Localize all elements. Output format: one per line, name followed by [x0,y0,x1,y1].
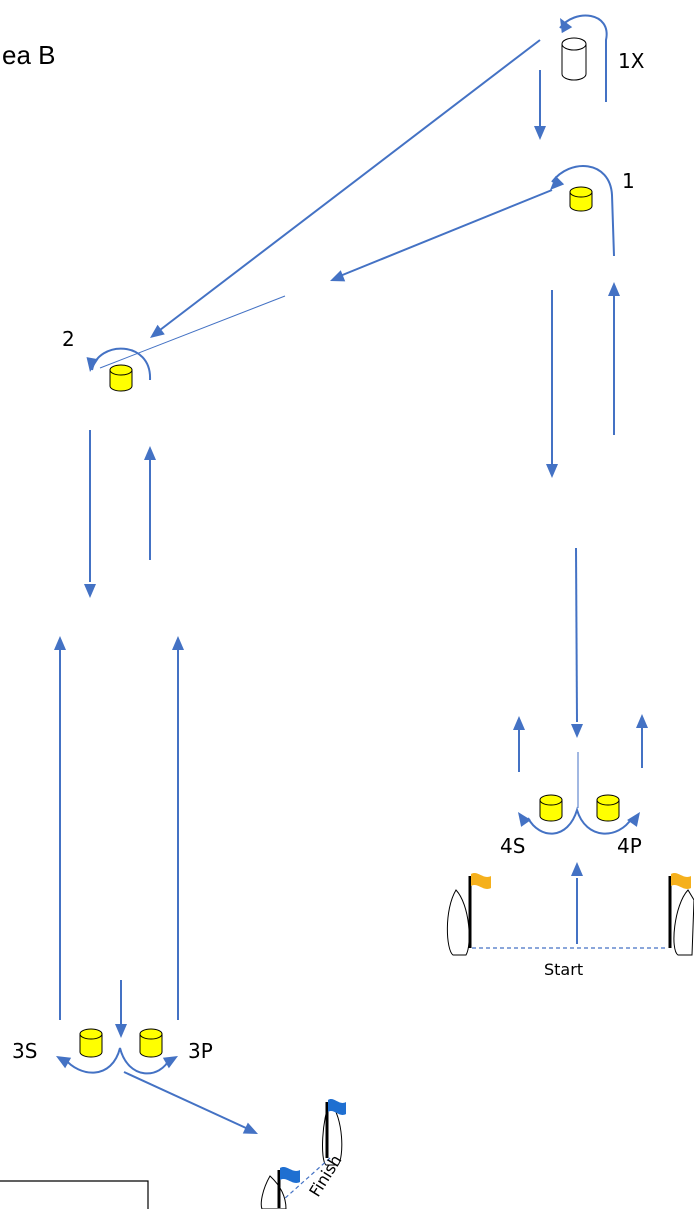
finish-line: Finish [260,1099,346,1210]
mark-2: 2 [62,327,152,392]
gate-4: 4S 4P [500,794,642,858]
mark-label-4s: 4S [500,834,525,858]
mark-label-1: 1 [622,169,635,193]
diagram-title: ea B [2,40,56,70]
mark-1: 1 [551,165,635,257]
mark-1x: 1X [559,14,645,102]
mark-label-3p: 3P [188,1039,213,1063]
gate-3: 3S 3P [12,1028,213,1075]
mark-label-2: 2 [62,327,75,351]
mark-label-3s: 3S [12,1039,37,1063]
start-line-label: Start [544,960,583,979]
finish-line-label: Finish [305,1151,345,1200]
legend-box [0,1180,149,1209]
start-line: Start [446,873,694,979]
mark-label-4p: 4P [617,834,642,858]
course-legs [59,39,643,1129]
mark-label-1x: 1X [618,49,645,73]
